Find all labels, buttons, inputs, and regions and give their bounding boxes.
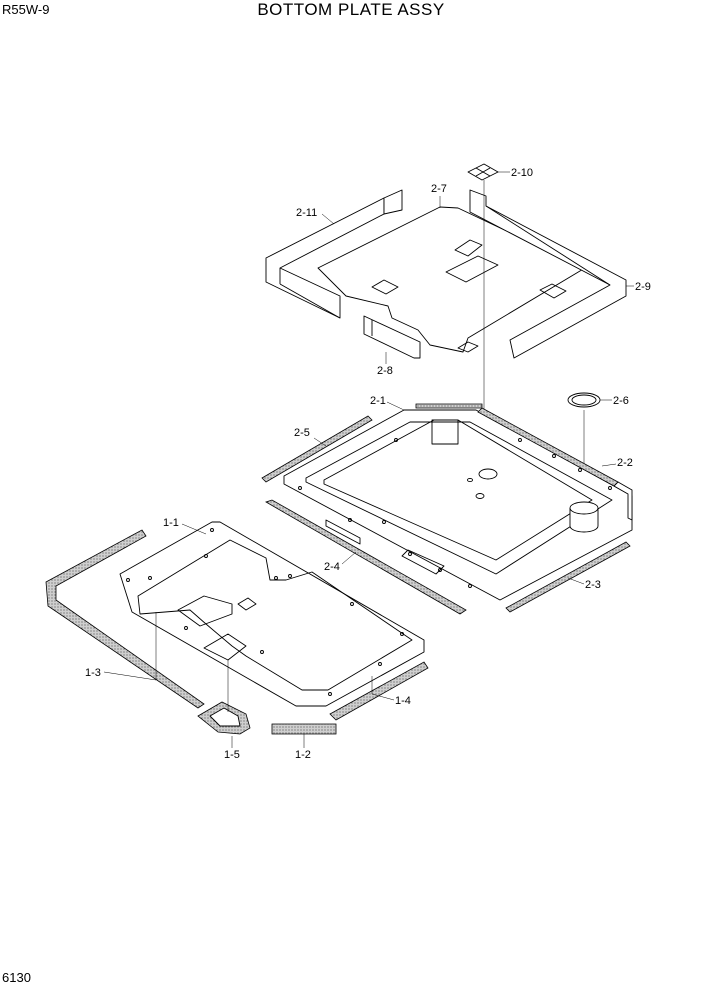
svg-text:2-7: 2-7 [431, 183, 447, 195]
callout-1-2: 1-2 [295, 734, 311, 761]
callout-2-2: 2-2 [601, 457, 633, 469]
model-code: R55W-9 [2, 2, 50, 17]
callout-1-3: 1-3 [85, 667, 157, 681]
svg-text:2-10: 2-10 [511, 167, 533, 179]
base-plate-1-1 [119, 521, 425, 707]
callout-2-1: 2-1 [370, 395, 405, 411]
callout-1-1: 1-1 [163, 517, 207, 535]
svg-text:2-8: 2-8 [377, 365, 393, 377]
page-title: BOTTOM PLATE ASSY [257, 0, 445, 19]
svg-text:2-11: 2-11 [296, 207, 317, 219]
seal-strip-2-5 [261, 415, 373, 483]
svg-text:1-5: 1-5 [224, 749, 240, 761]
callout-2-4: 2-4 [324, 551, 357, 573]
callout-2-5: 2-5 [294, 427, 327, 447]
callout-2-3: 2-3 [567, 577, 601, 591]
side-channel-2-11 [265, 189, 403, 319]
callout-2-11: 2-11 [296, 207, 335, 225]
callout-2-9: 2-9 [626, 281, 651, 293]
svg-text:2-5: 2-5 [294, 427, 310, 439]
grommet-2-6 [567, 392, 601, 533]
bracket-2-8 [363, 315, 421, 359]
cover-plate-2-7 [317, 206, 586, 353]
seal-strip-2-2b [415, 403, 483, 409]
callout-2-6: 2-6 [600, 395, 629, 407]
callout-1-4: 1-4 [371, 693, 411, 707]
seal-strip-2-4 [265, 499, 467, 615]
callout-2-10: 2-10 [498, 167, 533, 179]
side-channel-2-9 [469, 189, 627, 359]
callout-1-5: 1-5 [224, 736, 240, 761]
svg-text:2-9: 2-9 [635, 281, 651, 293]
svg-text:1-4: 1-4 [395, 695, 411, 707]
seal-1-5 [197, 701, 251, 735]
svg-text:2-4: 2-4 [324, 561, 340, 573]
seal-strip-1-4 [329, 661, 429, 721]
page-number: 6130 [2, 970, 31, 985]
seal-strip-1-2 [271, 723, 337, 735]
svg-text:1-2: 1-2 [295, 749, 311, 761]
pad-2-10 [467, 163, 499, 181]
svg-text:2-2: 2-2 [617, 457, 633, 469]
seal-strip-2-3 [505, 541, 631, 613]
svg-text:2-3: 2-3 [585, 579, 601, 591]
svg-text:1-3: 1-3 [85, 667, 101, 679]
seal-strip-1-3 [45, 529, 205, 709]
svg-text:2-6: 2-6 [613, 395, 629, 407]
svg-text:2-1: 2-1 [370, 395, 386, 407]
angle-2-2 [613, 481, 633, 521]
tray-plate-2-1 [283, 409, 633, 601]
callout-2-8: 2-8 [377, 352, 393, 377]
callout-2-7: 2-7 [431, 183, 447, 208]
svg-text:1-1: 1-1 [163, 517, 179, 529]
